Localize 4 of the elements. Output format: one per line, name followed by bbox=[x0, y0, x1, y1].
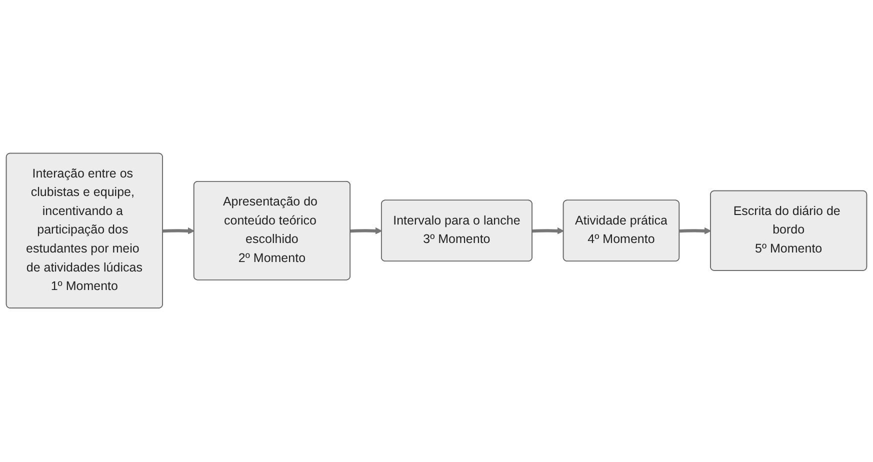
arrow bbox=[680, 228, 712, 235]
arrow bbox=[532, 228, 564, 235]
arrow bbox=[162, 228, 195, 235]
arrow bbox=[350, 228, 382, 235]
